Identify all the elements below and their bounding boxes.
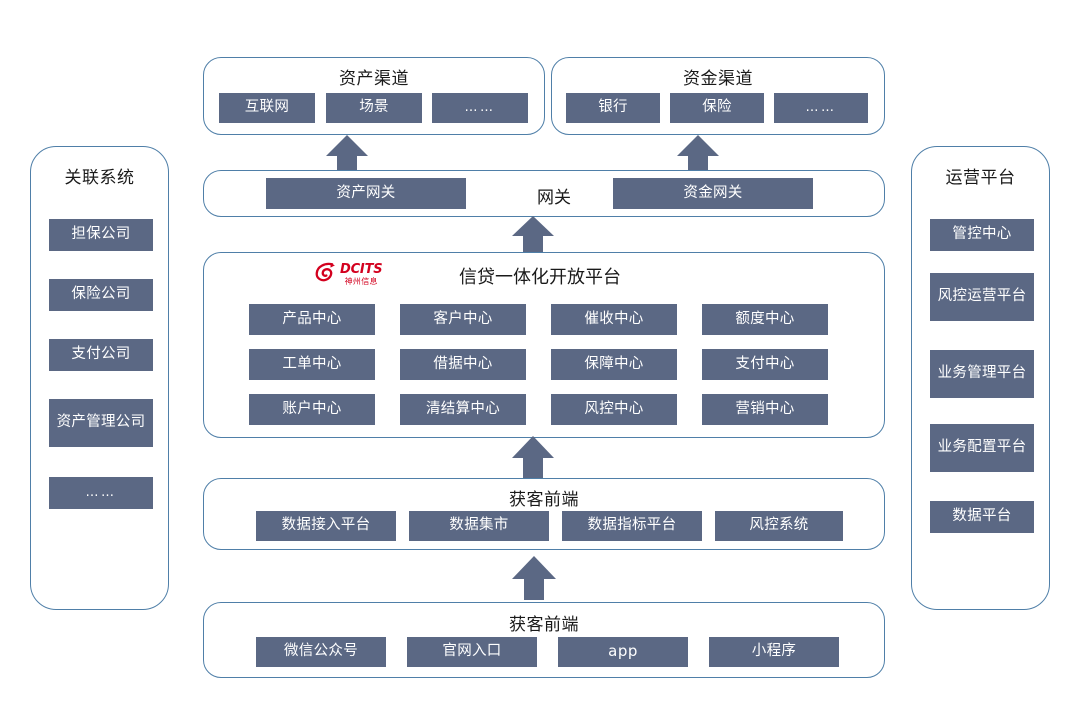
related-systems-item-payment-company[interactable]: 支付公司 — [49, 339, 153, 371]
operation-platform-item-business-management-platform[interactable]: 业务管理平台 — [930, 350, 1034, 398]
operation-platform-panel: 运营平台 管控中心 风控运营平台 业务管理平台 业务配置平台 数据平台 — [911, 146, 1050, 610]
platform-center-loan-note[interactable]: 借据中心 — [400, 349, 526, 380]
platform-center-work-order[interactable]: 工单中心 — [249, 349, 375, 380]
related-systems-item-more[interactable]: …… — [49, 477, 153, 509]
data-layer-panel: 获客前端 数据接入平台 数据集市 数据指标平台 风控系统 — [203, 478, 885, 550]
gateway-item-fund-gateway[interactable]: 资金网关 — [613, 178, 813, 209]
frontend-item-official-website[interactable]: 官网入口 — [407, 637, 537, 667]
core-platform-title: 信贷一体化开放平台 — [459, 267, 621, 288]
asset-channel-item-scenario[interactable]: 场景 — [326, 93, 422, 123]
arrow-platform-to-gateway — [512, 216, 554, 254]
arrow-data-layer-to-platform — [512, 436, 554, 478]
dcits-logo-subtitle: 神州信息 — [344, 276, 378, 286]
operation-platform-item-risk-operation-platform[interactable]: 风控运营平台 — [930, 273, 1034, 321]
platform-center-account[interactable]: 账户中心 — [249, 394, 375, 425]
fund-channel-item-bank[interactable]: 银行 — [566, 93, 660, 123]
fund-channel-panel: 资金渠道 银行 保险 …… — [551, 57, 885, 135]
data-layer-item-risk-control-system[interactable]: 风控系统 — [715, 511, 843, 541]
arrow-frontend-to-data-layer — [512, 556, 556, 600]
frontend-item-app[interactable]: app — [558, 637, 688, 667]
asset-channel-item-internet[interactable]: 互联网 — [219, 93, 315, 123]
related-systems-item-asset-management-company[interactable]: 资产管理公司 — [49, 399, 153, 447]
asset-channel-panel: 资产渠道 互联网 场景 …… — [203, 57, 545, 135]
gateway-item-asset-gateway[interactable]: 资产网关 — [266, 178, 466, 209]
core-platform-panel: DCITS 神州信息 信贷一体化开放平台 产品中心 客户中心 催收中心 额度中心… — [203, 252, 885, 438]
platform-center-guarantee[interactable]: 保障中心 — [551, 349, 677, 380]
platform-center-marketing[interactable]: 营销中心 — [702, 394, 828, 425]
dcits-logo: DCITS 神州信息 — [314, 261, 383, 287]
related-systems-panel: 关联系统 担保公司 保险公司 支付公司 资产管理公司 …… — [30, 146, 169, 610]
frontend-layer-panel: 获客前端 微信公众号 官网入口 app 小程序 — [203, 602, 885, 678]
related-systems-item-insurance-company[interactable]: 保险公司 — [49, 279, 153, 311]
platform-center-collection[interactable]: 催收中心 — [551, 304, 677, 335]
fund-channel-item-insurance[interactable]: 保险 — [670, 93, 764, 123]
related-systems-title: 关联系统 — [64, 168, 135, 188]
gateway-panel: 资产网关 网关 资金网关 — [203, 170, 885, 217]
asset-channel-title: 资产渠道 — [339, 69, 409, 89]
operation-platform-item-business-config-platform[interactable]: 业务配置平台 — [930, 424, 1034, 472]
frontend-layer-title: 获客前端 — [509, 615, 579, 635]
dcits-logo-name: DCITS — [340, 261, 383, 277]
asset-channel-item-more[interactable]: …… — [432, 93, 528, 123]
frontend-item-mini-program[interactable]: 小程序 — [709, 637, 839, 667]
related-systems-item-guarantee-company[interactable]: 担保公司 — [49, 219, 153, 251]
operation-platform-item-data-platform[interactable]: 数据平台 — [930, 501, 1034, 533]
operation-platform-item-control-center[interactable]: 管控中心 — [930, 219, 1034, 251]
fund-channel-title: 资金渠道 — [683, 69, 753, 89]
arrow-gateway-to-asset-channel — [326, 135, 368, 173]
operation-platform-title: 运营平台 — [945, 168, 1016, 188]
platform-center-product[interactable]: 产品中心 — [249, 304, 375, 335]
data-layer-item-data-mart[interactable]: 数据集市 — [409, 511, 549, 541]
fund-channel-item-more[interactable]: …… — [774, 93, 868, 123]
platform-center-payment[interactable]: 支付中心 — [702, 349, 828, 380]
arrow-gateway-to-fund-channel — [677, 135, 719, 173]
data-layer-item-data-metrics-platform[interactable]: 数据指标平台 — [562, 511, 702, 541]
platform-center-credit-limit[interactable]: 额度中心 — [702, 304, 828, 335]
frontend-item-wechat-official-account[interactable]: 微信公众号 — [256, 637, 386, 667]
dcits-swirl-icon — [314, 261, 336, 287]
data-layer-item-data-access-platform[interactable]: 数据接入平台 — [256, 511, 396, 541]
platform-center-clearing-settlement[interactable]: 清结算中心 — [400, 394, 526, 425]
platform-center-customer[interactable]: 客户中心 — [400, 304, 526, 335]
data-layer-title: 获客前端 — [509, 490, 579, 510]
gateway-center-label: 网关 — [537, 188, 571, 208]
platform-center-risk-control[interactable]: 风控中心 — [551, 394, 677, 425]
